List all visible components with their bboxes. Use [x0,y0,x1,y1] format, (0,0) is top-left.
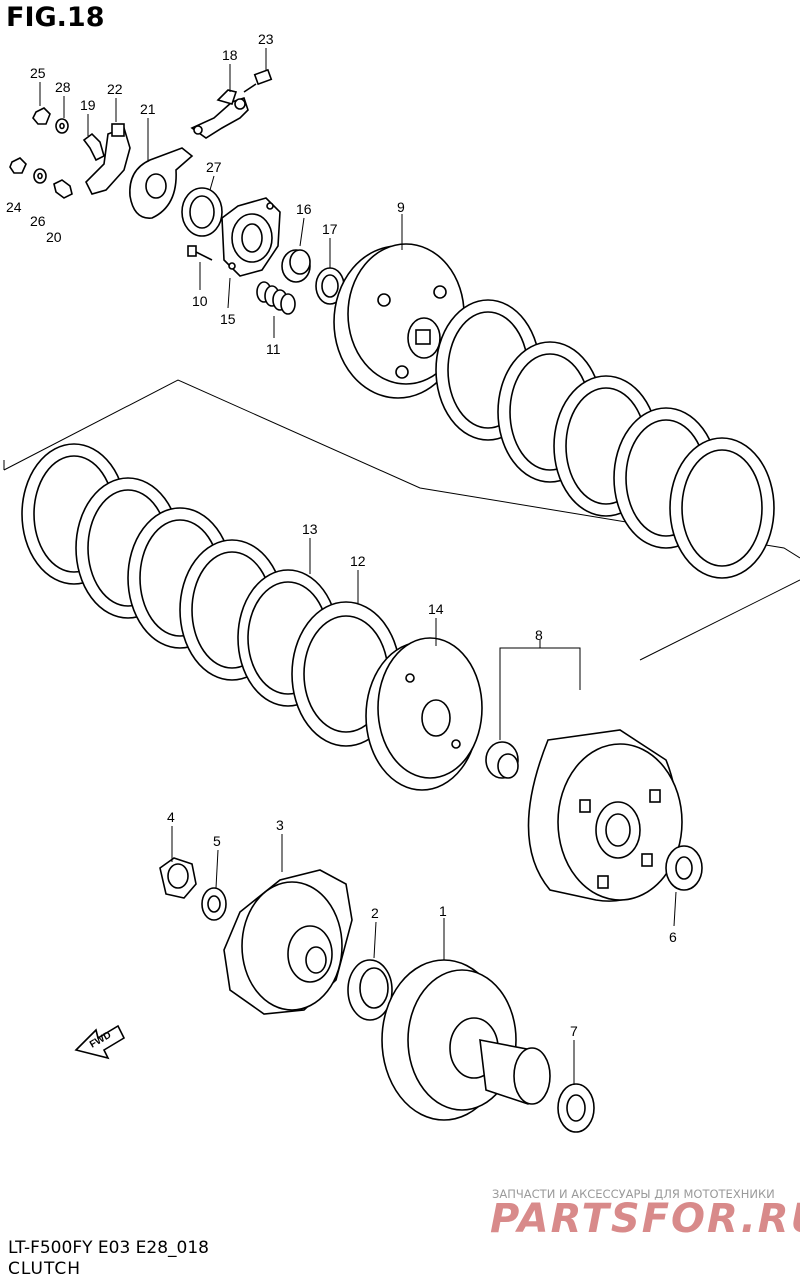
callout-27: 27 [206,159,222,175]
bolt-10 [187,245,213,261]
screw-19 [82,132,105,162]
leader-lines [39,48,677,1084]
washer-28 [55,118,69,134]
callout-20: 20 [46,229,62,245]
nut-24 [9,157,27,174]
callout-26: 26 [30,213,46,229]
callout-23: 23 [258,31,274,47]
fwd-arrow: FWD [74,1024,126,1060]
retainer-15 [221,197,281,277]
model-code: LT-F500FY E03 E28_018 [8,1238,209,1258]
watermark-tagline: ЗАПЧАСТИ И АКСЕССУАРЫ ДЛЯ МОТОТЕХНИКИ [492,1187,775,1201]
arm-22 [85,123,131,195]
callout-18: 18 [222,47,238,63]
hub-16 [281,249,311,283]
washer-26 [33,168,47,184]
plate-group-outline-right [639,579,800,661]
callout-10: 10 [192,293,208,309]
callout-19: 19 [80,97,96,113]
callout-9: 9 [397,199,405,215]
figure-title: FIG.18 [6,2,105,33]
washer-6 [665,845,703,891]
clutch-drum-1 [381,959,551,1121]
callout-3: 3 [276,817,284,833]
release-lever [190,89,249,139]
plates-lower [21,443,285,681]
callout-21: 21 [140,101,156,117]
plate-group-outline [3,379,800,559]
shoe-assembly-3 [223,869,353,1015]
callout-4: 4 [167,809,175,825]
callout-16: 16 [296,201,312,217]
clutch-hub-14 [365,637,483,791]
section-name: CLUTCH [8,1259,81,1279]
watermark-logo: PARTSFOR.RU [490,1196,800,1242]
callout-6: 6 [669,929,677,945]
bolt-23 [243,68,273,93]
callout-2: 2 [371,905,379,921]
callout-28: 28 [55,79,71,95]
cam-21 [129,147,194,219]
callout-13: 13 [302,521,318,537]
callout-14: 14 [428,601,444,617]
washer-17 [315,267,345,305]
callout-8: 8 [535,627,543,643]
bearing-27 [181,187,223,237]
bearing-2 [347,959,393,1021]
washer-7 [557,1083,595,1133]
springs-11 [256,281,296,315]
callout-17: 17 [322,221,338,237]
callout-25: 25 [30,65,46,81]
callout-labels: 1 2 3 4 5 6 7 8 9 10 11 12 13 14 15 16 1… [6,31,677,1039]
nut-25 [32,107,51,125]
callout-7: 7 [570,1023,578,1039]
plates-upper [435,299,775,579]
spacer-8 [485,741,519,779]
washer-5 [201,887,227,921]
callout-5: 5 [213,833,221,849]
nut-4 [159,857,197,899]
callout-15: 15 [220,311,236,327]
callout-12: 12 [350,553,366,569]
screw-20 [53,179,73,199]
callout-1: 1 [439,903,447,919]
callout-22: 22 [107,81,123,97]
callout-24: 24 [6,199,22,215]
callout-11: 11 [266,341,281,357]
clutch-housing-8 [527,729,683,902]
